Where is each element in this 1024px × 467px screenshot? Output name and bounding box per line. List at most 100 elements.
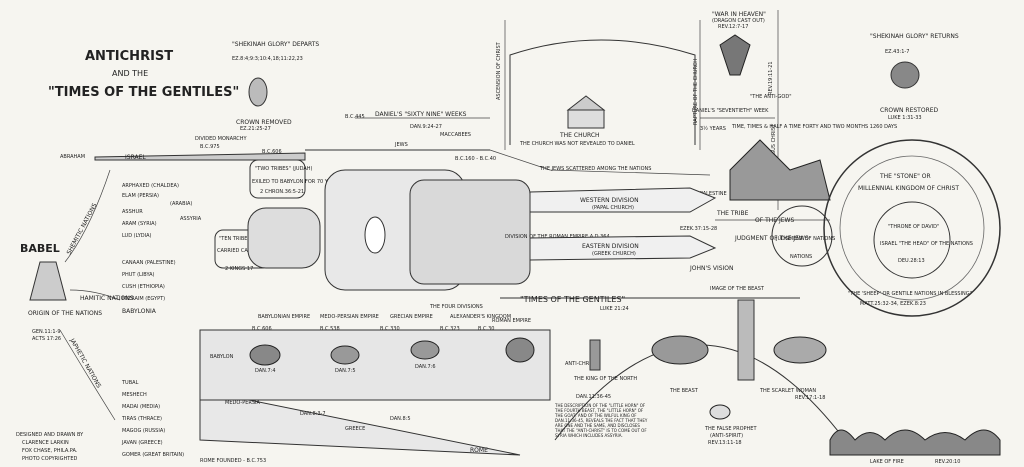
title-line3: "TIMES OF THE GENTILES"	[48, 85, 239, 100]
scarlet-woman: THE SCARLET WOMAN	[759, 388, 816, 394]
throne-label: "THRONE OF DAVID"	[888, 224, 939, 230]
church-sub: THE CHURCH WAS NOT REVEALED TO DANIEL	[519, 141, 635, 147]
weeks: DANIEL'S "SIXTY NINE" WEEKS DAN.9:24-27 …	[345, 108, 897, 132]
date-bc160: B.C.160 - B.C.40	[455, 156, 496, 162]
babel-ref2: ACTS 17:26	[32, 336, 61, 342]
rome-founded: ROME FOUNDED - B.C.753	[200, 458, 266, 464]
babel-sub: ORIGIN OF THE NATIONS	[28, 310, 102, 317]
judgment-jews-label: JUDGMENT OF THE JEWS	[734, 235, 809, 242]
lake-label: LAKE OF FIRE	[870, 459, 904, 465]
shemitic-item: (ARABIA)	[170, 201, 192, 207]
date-bc975: B.C.975	[200, 144, 220, 150]
japhetic-item: MESHECH	[122, 392, 147, 398]
hamitic-item: BABYLONIA	[122, 308, 157, 315]
seventieth-label: DANIEL'S "SEVENTIETH" WEEK	[692, 108, 769, 114]
rapture-label: RAPTURE OF THE CHURCH	[693, 59, 699, 125]
scarlet-beast-icon	[773, 336, 827, 364]
church-icon	[567, 109, 605, 129]
western-sub: (PAPAL CHURCH)	[592, 205, 634, 211]
stone-label: THE "STONE" OR	[879, 173, 931, 180]
description-block: THE DESCRIPTION OF THE "LITTLE HORN" OF …	[555, 403, 647, 438]
leopard-icon	[410, 340, 440, 360]
credit-line: DESIGNED AND DRAWN BY	[16, 432, 84, 438]
maccabees-label: MACCABEES	[440, 132, 471, 138]
date-bc606-top: B.C.606	[262, 149, 282, 155]
shekinah-departs-label: "SHEKINAH GLORY" DEPARTS	[232, 41, 319, 48]
shemitic-item: ARAM (SYRIA)	[122, 221, 157, 227]
lion-icon	[249, 344, 281, 366]
shekinah-departs-ref: EZ.8:4;9:3;10:4,18;11:22,23	[232, 56, 303, 62]
date-bc606: B.C.606	[252, 326, 272, 332]
divided-monarchy: DIVIDED MONARCHY	[195, 136, 248, 142]
king-north-ref: DAN.11:36-45	[576, 394, 611, 400]
title-line2: AND THE	[112, 69, 148, 78]
division-note: DIVISION OF THE ROMAN EMPIRE A.D.364	[505, 234, 610, 240]
greece-label: GREECE	[345, 426, 365, 432]
lake-of-fire: LAKE OF FIRE REV.20:10	[829, 429, 1001, 465]
japhetic-label: JAPHETIC NATIONS	[68, 337, 103, 390]
bear-icon	[330, 345, 360, 365]
empire-roman: ROMAN EMPIRE	[492, 318, 531, 324]
empire-four-divisions: THE FOUR DIVISIONS	[429, 304, 483, 310]
eastern-leg-icon	[529, 235, 717, 261]
anti-god-label: "THE ANTI-GOD"	[750, 94, 792, 100]
lamb-icon	[709, 404, 731, 420]
judgment-jews: THE TRIBE OF THE JEWS EZEK.37:15-28 JUDG…	[680, 139, 831, 242]
image-beast-label: IMAGE OF THE BEAST	[710, 286, 765, 292]
title-block: ANTICHRIST AND THE "TIMES OF THE GENTILE…	[48, 49, 239, 100]
king-north-label: THE KING OF THE NORTH	[573, 376, 637, 382]
dragon-icon	[719, 34, 751, 76]
credit-line: FOX CHASE, PHILA.PA.	[22, 448, 78, 454]
statue-thighs-icon	[409, 179, 531, 285]
tower-icon	[29, 261, 67, 301]
japhetic-item: JAVAN (GREECE)	[121, 440, 163, 446]
shekinah-returns-label: "SHEKINAH GLORY" RETURNS	[870, 33, 959, 40]
empire-babylonian: BABYLONIAN EMPIRE	[258, 314, 310, 320]
fourth-beast-icon	[505, 337, 535, 363]
luke-ref: LUKE 21:24	[600, 306, 629, 312]
shemitic-item: ELAM (PERSIA)	[122, 193, 159, 199]
japhetic-item: TUBAL	[121, 380, 139, 386]
date-bc323: B.C.323	[440, 326, 460, 332]
johns-vision: JOHN'S VISION IMAGE OF THE BEAST THE BEA…	[554, 265, 846, 446]
japhetic-item: GOMER (GREAT BRITAIN)	[122, 452, 184, 458]
sixty-nine-ref: DAN.9:24-27	[410, 124, 442, 130]
hamitic-nations: HAMITIC NATIONS CANAAN (PALESTINE) PHUT …	[80, 260, 176, 315]
revelation-ref: REV.19:11-21	[768, 61, 774, 95]
blessing-ref: MATT.25:32-34, EZEK.8:23	[860, 301, 926, 307]
empire-alexanders: ALEXANDER'S KINGDOM	[450, 314, 511, 320]
hamitic-item: PHUT (LIBYA)	[122, 272, 155, 278]
ascension-label: ASCENSION OF CHRIST	[496, 41, 502, 100]
church-label: THE CHURCH	[559, 132, 600, 139]
shemitic-item: ARPHAXED (CHALDEA)	[122, 183, 179, 189]
millennial-kingdom: THE "STONE" OR MILLENNIAL KINGDOM OF CHR…	[771, 139, 1001, 317]
shemitic-item: LUD (LYDIA)	[122, 233, 152, 239]
shekinah-returns-ref: EZ.43:1-7	[885, 49, 909, 55]
jews-label: OF THE JEWS	[755, 217, 794, 224]
crown-removed-ref: EZ.21:25-27	[240, 126, 271, 132]
ten-tribes-label: "TEN TRIBES" (ISRAEL)	[219, 236, 276, 242]
date-bc538: B.C.538	[320, 326, 340, 332]
nebuchadnezzar-statue: DIVISION OF THE ROMAN EMPIRE A.D.364 WES…	[247, 169, 717, 291]
assyria-label: ASSYRIA	[180, 216, 202, 222]
jews-scattered: THE JEWS SCATTERED AMONG THE NATIONS	[539, 166, 651, 172]
lion-ref: DAN.7:4	[255, 368, 276, 374]
babel-label: BABEL	[20, 242, 60, 255]
war-in-heaven: "WAR IN HEAVEN" (DRAGON CAST OUT) REV.12…	[712, 11, 792, 100]
scarlet-ref: REV.17:1-18	[795, 395, 825, 401]
eastern-sub: (GREEK CHURCH)	[592, 251, 636, 257]
empire-grecian: GRECIAN EMPIRE	[390, 314, 433, 320]
date-bc445: B.C.445	[345, 114, 365, 120]
western-leg-icon	[529, 187, 717, 213]
shemitic-nations: SHEMITIC NATIONS ARPHAXED (CHALDEA) ELAM…	[66, 183, 202, 256]
cloud-icon	[890, 61, 920, 89]
shemitic-item: ASSHUR	[122, 209, 143, 215]
church-block: THE CHURCH THE CHURCH WAS NOT REVEALED T…	[509, 39, 696, 147]
war-sub: (DRAGON CAST OUT)	[712, 18, 765, 24]
ram-ref: DAN.8:3-7	[300, 411, 326, 417]
time-note: TIME, TIMES & HALF A TIME FORTY AND TWO …	[731, 124, 897, 130]
japhetic-item: TIRAS (THRACE)	[121, 416, 162, 422]
fire-icon	[829, 429, 1001, 456]
israel-head-ref: DEU.28:13	[898, 258, 925, 264]
bear-ref: DAN.7:5	[335, 368, 356, 374]
